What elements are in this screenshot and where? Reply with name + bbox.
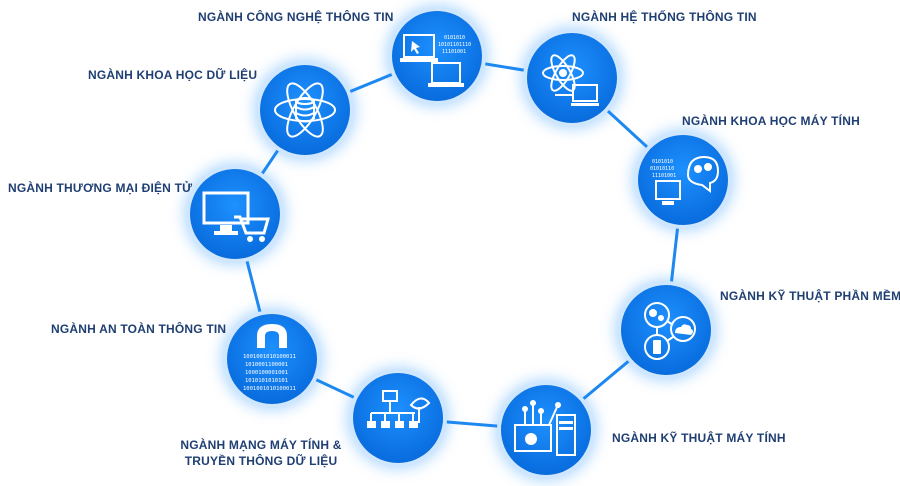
node-computer-science[interactable]: 0101010 01010110 11101001 — [638, 135, 728, 225]
node-data-science[interactable] — [260, 65, 350, 155]
computer-hardware-icon — [514, 400, 576, 456]
binary-line: 1010101010101 — [245, 378, 288, 384]
node-ecommerce[interactable] — [190, 169, 280, 259]
label-line-2: TRUYỀN THÔNG DỮ LIỆU — [184, 454, 338, 468]
label-networking-data-communication: NGÀNH MẠNG MÁY TÍNH & TRUYỀN THÔNG DỮ LI… — [180, 437, 342, 469]
binary-line: 0101010 — [652, 159, 673, 165]
node-computer-engineering[interactable] — [501, 385, 591, 475]
label-computer-engineering: NGÀNH KỸ THUẬT MÁY TÍNH — [612, 431, 786, 445]
label-computer-science: NGÀNH KHOA HỌC MÁY TÍNH — [682, 114, 860, 128]
binary-line: 1001001010100011 — [243, 386, 296, 392]
node-information-systems[interactable] — [527, 33, 617, 123]
binary-line: 11101001 — [442, 49, 466, 55]
atom-monitor-icon — [542, 54, 599, 106]
label-information-systems: NGÀNH HỆ THỐNG THÔNG TIN — [572, 10, 757, 24]
binary-line: 0101010 — [444, 35, 465, 41]
software-network-icon — [644, 302, 696, 360]
node-networking-data-communication[interactable] — [353, 373, 443, 463]
node-software-engineering[interactable] — [621, 285, 711, 375]
label-line-1: NGÀNH MẠNG MÁY TÍNH & — [180, 438, 342, 452]
label-information-security: NGÀNH AN TOÀN THÔNG TIN — [51, 322, 227, 336]
label-software-engineering: NGÀNH KỸ THUẬT PHẦN MỀM — [720, 289, 900, 303]
node-information-technology[interactable]: 0101010 10101101110 11101001 — [392, 11, 482, 101]
binary-lock-icon: 1001001010100011 1010001100001 100010000… — [243, 324, 296, 392]
binary-line: 01010110 — [650, 166, 674, 172]
label-information-technology: NGÀNH CÔNG NGHỆ THÔNG TIN — [198, 10, 394, 24]
binary-line: 1001001010100011 — [243, 354, 296, 360]
binary-line: 1010001100001 — [245, 362, 288, 368]
label-ecommerce: NGÀNH THƯƠNG MẠI ĐIỆN TỬ — [8, 181, 193, 195]
binary-line: 1000100001001 — [245, 370, 288, 376]
node-information-security[interactable]: 1001001010100011 1010001100001 100010000… — [227, 314, 317, 404]
ecommerce-cart-icon — [202, 191, 270, 242]
laptop-code-icon: 0101010 10101101110 11101001 — [400, 34, 471, 87]
computer-brain-icon: 0101010 01010110 11101001 — [650, 155, 720, 205]
label-data-science: NGÀNH KHOA HỌC DỮ LIỆU — [88, 68, 258, 82]
binary-line: 11101001 — [652, 173, 676, 179]
data-atom-icon — [274, 82, 336, 138]
network-satellite-icon — [367, 390, 431, 428]
binary-line: 10101101110 — [438, 42, 471, 48]
